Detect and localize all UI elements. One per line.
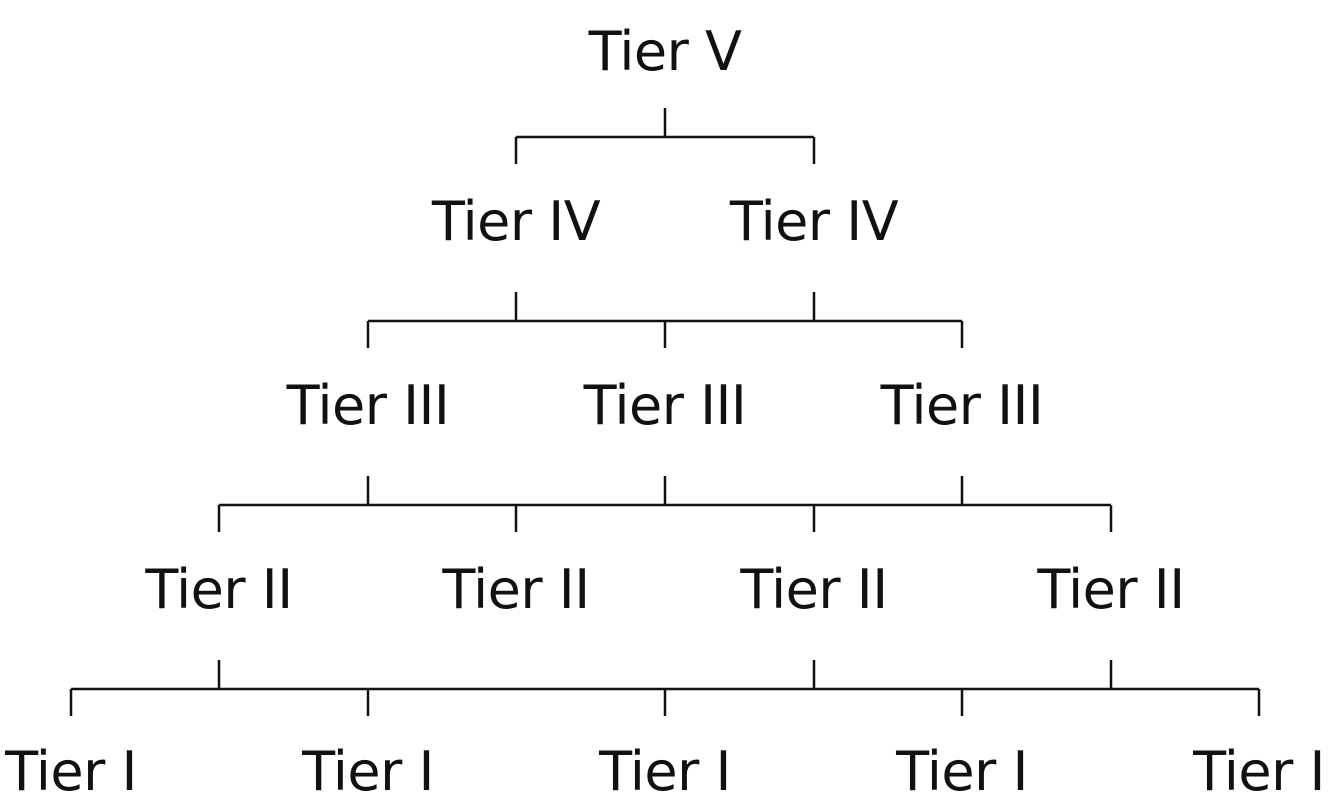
tier-v-label: Tier V [588, 20, 742, 83]
tier-iv-label-1: Tier IV [431, 190, 601, 253]
tier-ii-label-2: Tier II [442, 558, 590, 621]
tier-iii-label-2: Tier III [583, 374, 747, 437]
connector-iii-to-ii [217, 476, 1113, 532]
tier-ii-label-3: Tier II [740, 558, 888, 621]
tier-ii-label-4: Tier II [1037, 558, 1185, 621]
tier-iv-label-2: Tier IV [729, 190, 899, 253]
tier-i-label-5: Tier I [1193, 740, 1325, 803]
tier-i-label-2: Tier I [302, 740, 434, 803]
tier-iii-label-3: Tier III [880, 374, 1044, 437]
tier-i-label-3: Tier I [599, 740, 731, 803]
connector-v-to-iv [514, 108, 816, 164]
tier-ii-label-1: Tier II [145, 558, 293, 621]
connector-iv-to-iii [366, 292, 964, 348]
tier-i-label-1: Tier I [5, 740, 137, 803]
tier-iii-label-1: Tier III [286, 374, 450, 437]
connector-ii-to-i [69, 660, 1261, 716]
tier-i-label-4: Tier I [896, 740, 1028, 803]
